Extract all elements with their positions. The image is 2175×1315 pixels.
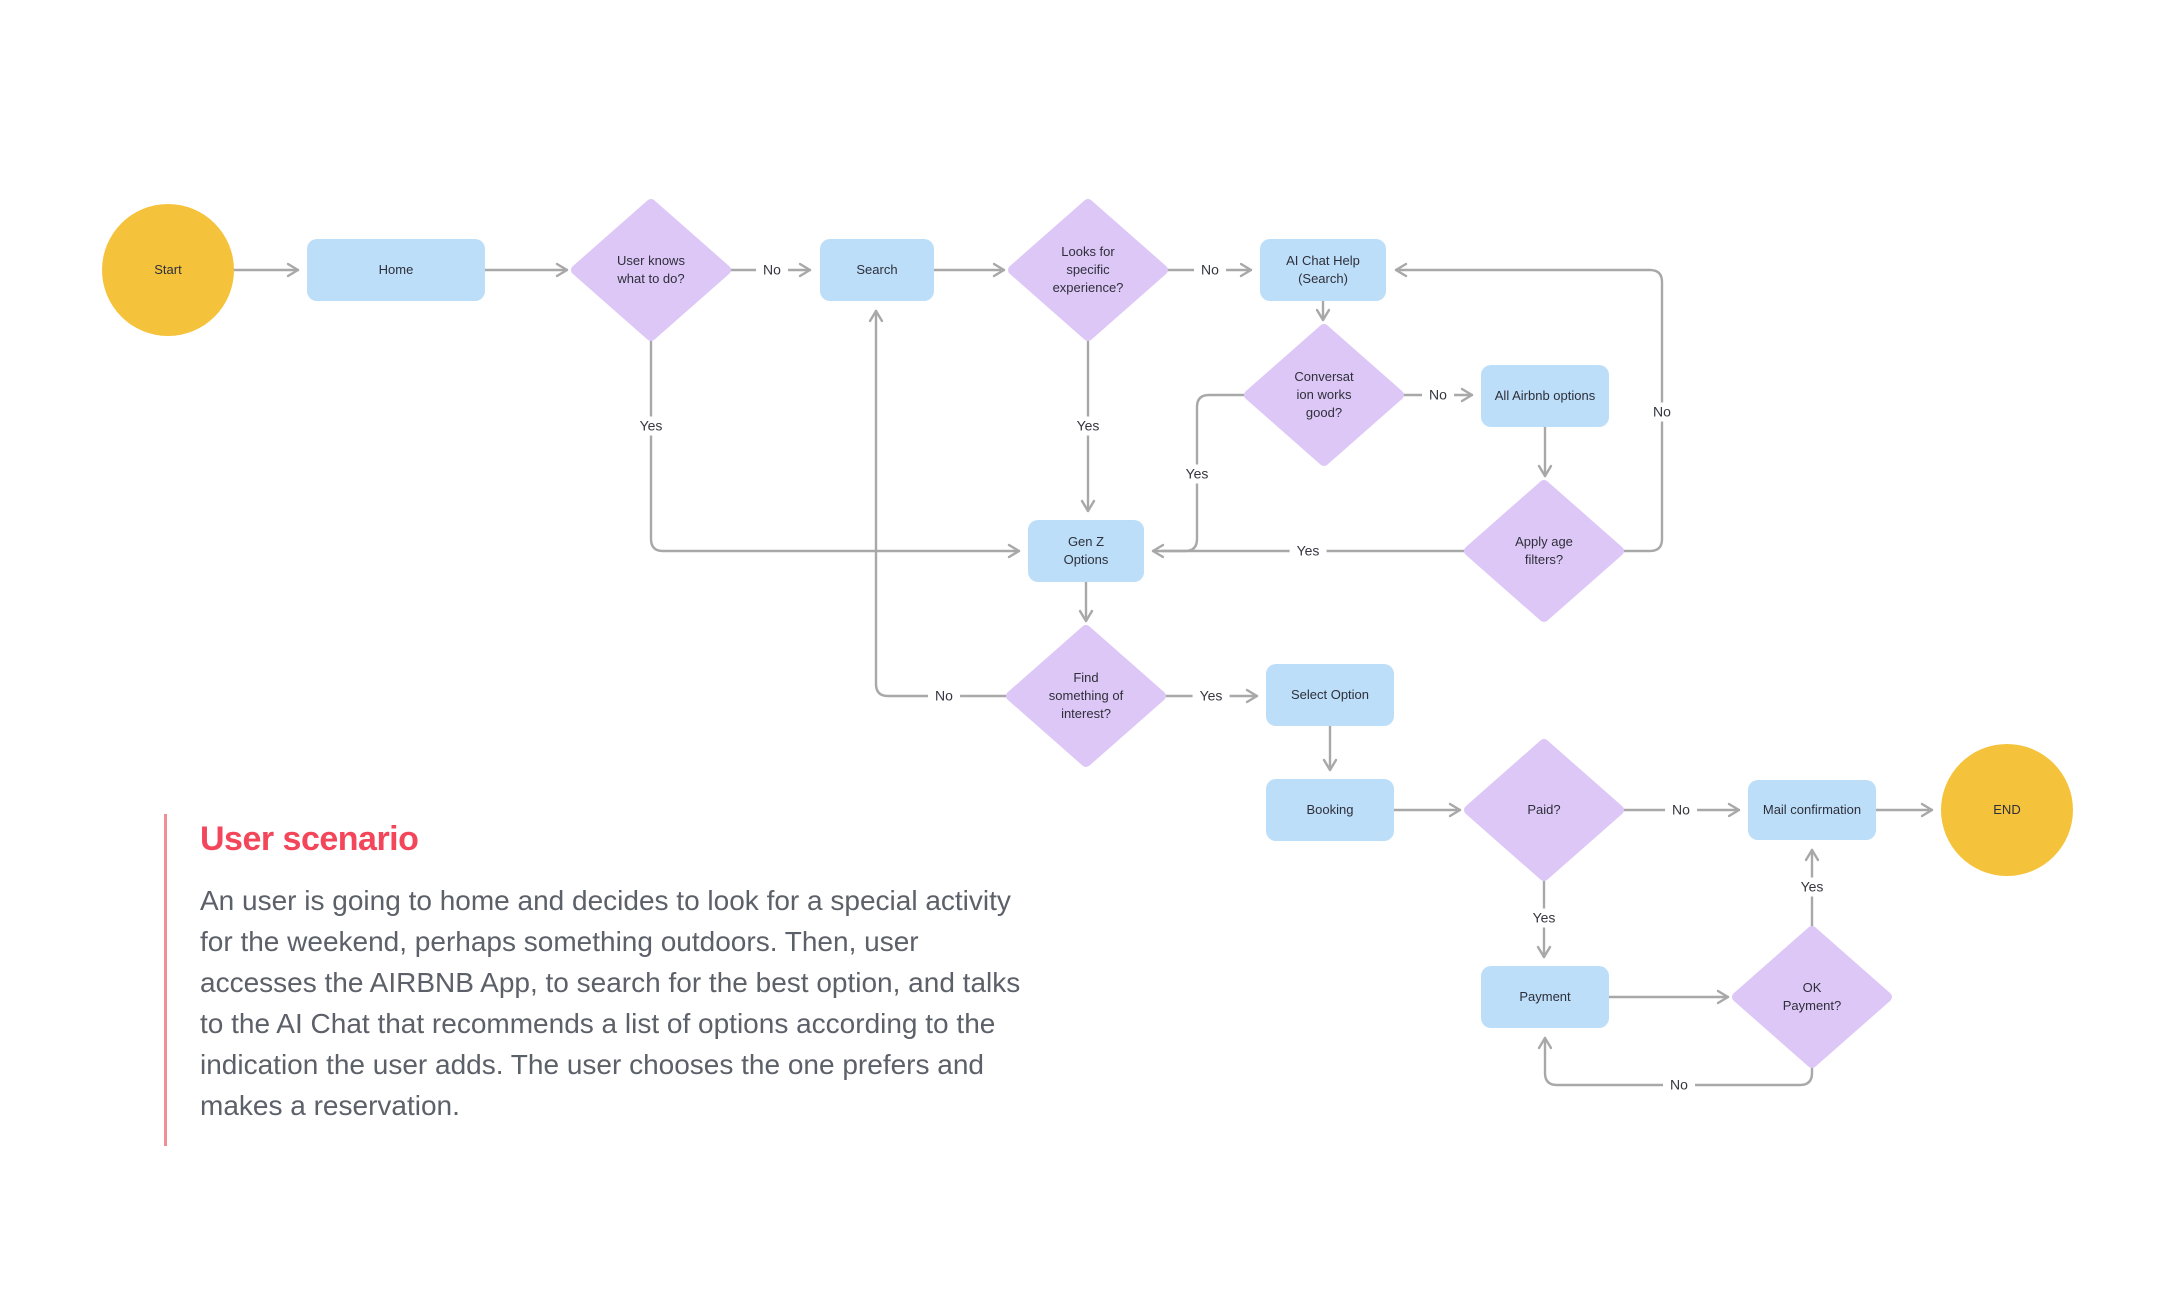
edge-find-search	[868, 309, 1013, 698]
accent-bar	[164, 814, 167, 1146]
scenario-line: to the AI Chat that recommends a list of…	[200, 1008, 996, 1039]
scenario-title: User scenario	[200, 820, 419, 858]
paid-node-shape	[1464, 739, 1624, 881]
conversation-works-node-shape	[1244, 324, 1404, 466]
all-airbnb-options-node-shape	[1481, 365, 1609, 427]
scenario-line: for the weekend, perhaps something outdo…	[200, 926, 919, 957]
gen-z-options-node-shape	[1028, 520, 1144, 582]
edge-conversation-genz	[1160, 393, 1251, 553]
user-knows-node-shape	[571, 199, 731, 341]
scenario-paragraph: An user is going to home and decides to …	[200, 880, 1114, 1126]
start-node-shape	[102, 204, 234, 336]
home-node-shape	[307, 239, 485, 301]
looks-specific-node-shape	[1008, 199, 1168, 341]
booking-node-shape	[1266, 779, 1394, 841]
find-interest-node-shape	[1006, 625, 1166, 767]
edge-userknows-genz	[649, 334, 1021, 559]
payment-node-shape	[1481, 966, 1609, 1028]
apply-age-filters-node-shape	[1464, 480, 1624, 622]
ai-chat-help-node-shape	[1260, 239, 1386, 301]
scenario-line: accesses the AIRBNB App, to search for t…	[200, 967, 1021, 998]
scenario-line: An user is going to home and decides to …	[200, 885, 1011, 916]
select-option-node-shape	[1266, 664, 1394, 726]
mail-confirmation-node-shape	[1748, 780, 1876, 840]
ok-payment-node-shape	[1732, 926, 1892, 1068]
scenario-section: User scenario An user is going to home a…	[164, 812, 1114, 1146]
end-node-shape	[1941, 744, 2073, 876]
edge-okpayment-payment	[1537, 1036, 1814, 1087]
scenario-line: indication the user adds. The user choos…	[200, 1049, 984, 1080]
scenario-line: makes a reservation.	[200, 1090, 460, 1121]
search-node-shape	[820, 239, 934, 301]
